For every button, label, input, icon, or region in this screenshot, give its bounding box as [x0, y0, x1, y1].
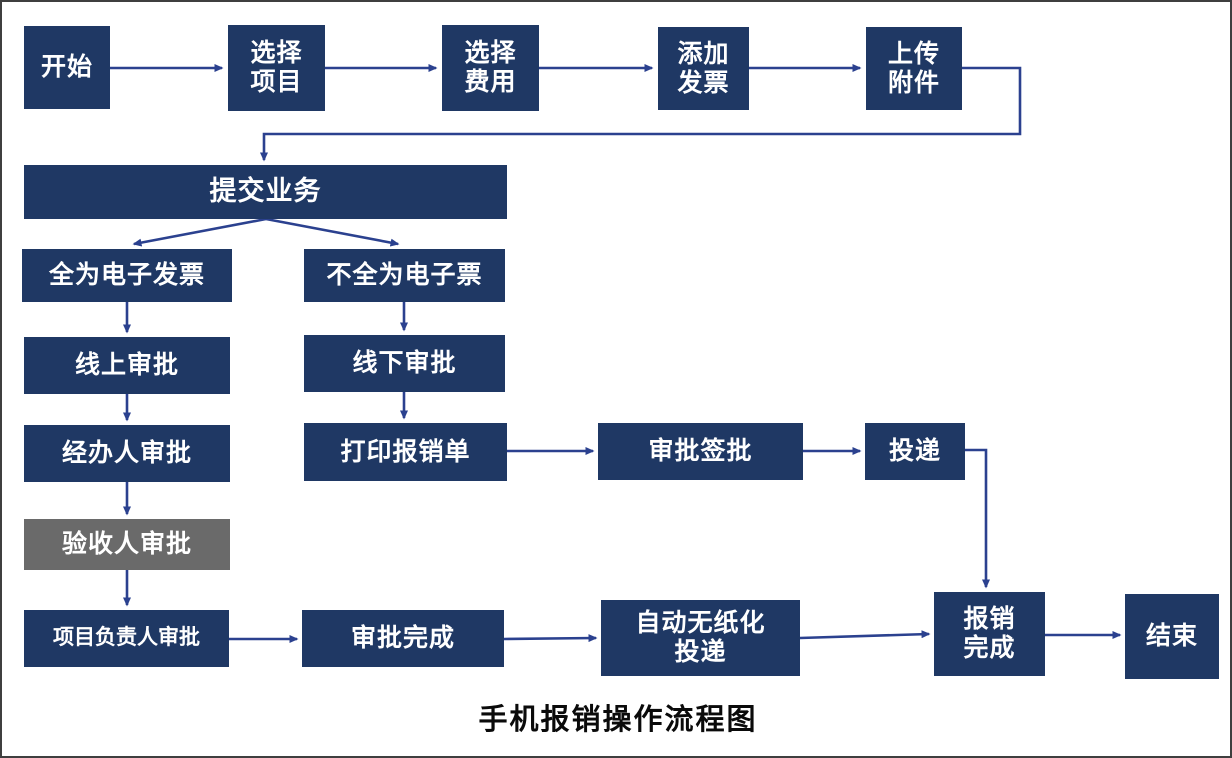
connector-upload-to-submit [260, 66, 1022, 162]
node-start: 开始 [24, 26, 110, 109]
node-auto-paperless-delivery: 自动无纸化 投递 [601, 600, 800, 676]
node-approval-complete: 审批完成 [302, 610, 504, 667]
node-sign-approval: 审批签批 [598, 423, 803, 480]
arrow-auto-delivery-to-reimburse-complete [799, 630, 931, 640]
node-upload-attachment: 上传 附件 [866, 27, 962, 110]
node-select-expense: 选择 费用 [442, 25, 539, 111]
node-leader-approval: 项目负责人审批 [24, 610, 229, 667]
arrow-submit-to-all-einvoice [132, 217, 267, 247]
node-print-form: 打印报销单 [304, 423, 507, 481]
node-reimburse-complete: 报销 完成 [934, 592, 1045, 676]
node-delivery: 投递 [865, 423, 965, 480]
node-handler-approval: 经办人审批 [24, 425, 230, 482]
diagram-title: 手机报销操作流程图 [478, 704, 758, 736]
node-submit-business: 提交业务 [24, 165, 507, 219]
node-online-approval: 线上审批 [24, 337, 230, 394]
node-all-einvoice: 全为电子发票 [22, 249, 232, 302]
node-not-all-einvoice: 不全为电子票 [304, 249, 505, 302]
node-offline-approval: 线下审批 [304, 335, 505, 392]
node-add-invoice: 添加 发票 [658, 27, 749, 110]
arrow-approval-complete-to-auto-delivery [503, 634, 598, 643]
node-acceptor-approval: 验收人审批 [24, 519, 230, 570]
node-select-project: 选择 项目 [228, 25, 325, 111]
connector-delivery-to-reimburse-complete [965, 448, 990, 589]
arrow-submit-to-not-all-einvoice [265, 217, 400, 247]
node-end: 结束 [1125, 594, 1219, 679]
